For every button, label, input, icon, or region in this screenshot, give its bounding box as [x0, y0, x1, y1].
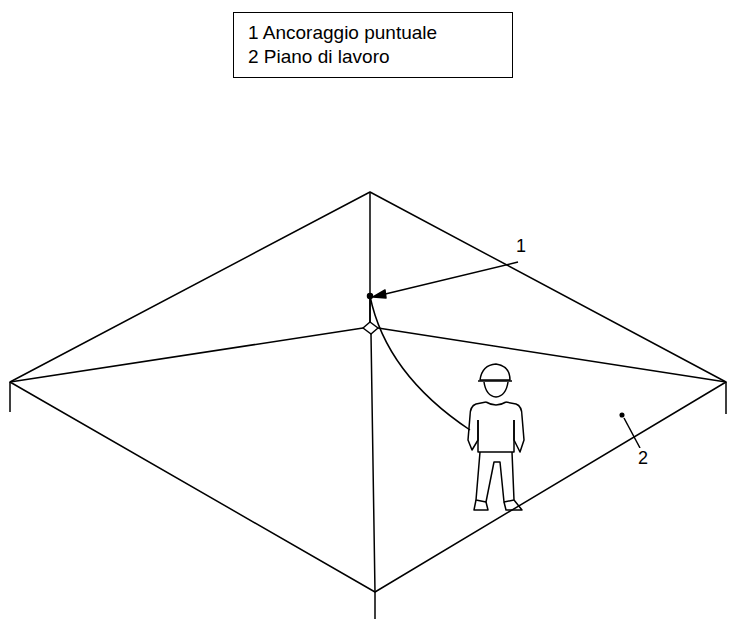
leader-arrow [373, 290, 386, 298]
legend-text: 2 Piano di lavoro [248, 45, 498, 69]
legend-box: 1 Ancoraggio puntuale2 Piano di lavoro [233, 12, 513, 78]
roof-support [10, 382, 726, 619]
worker-figure [468, 364, 524, 510]
roof-apex [363, 322, 378, 334]
legend-text: 1 Ancoraggio puntuale [248, 21, 498, 45]
anchor-point [368, 294, 373, 299]
roof-ridge [10, 192, 726, 592]
roof-outline [10, 192, 726, 592]
leader-line [377, 262, 518, 296]
callout-dot [620, 413, 624, 417]
leader-line [624, 418, 640, 448]
callout-number: 1 [514, 236, 528, 256]
callout-number: 2 [636, 448, 650, 468]
lanyard [370, 296, 470, 430]
